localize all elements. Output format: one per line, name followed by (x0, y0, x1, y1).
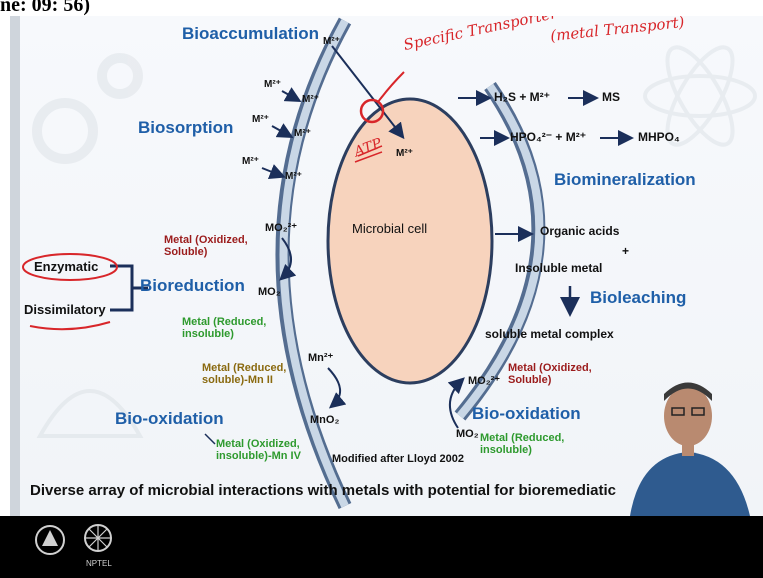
reduced-insoluble-state-right: Metal (Reduced, insoluble) (480, 432, 580, 456)
footer-bar: NPTEL (0, 516, 763, 578)
metal-ion-sorbed-3: M²⁺ (285, 171, 302, 182)
biosorption-label: Biosorption (138, 118, 233, 138)
mo2-left: MO₂ (258, 286, 281, 298)
bio-oxidation-left-pointer (205, 434, 215, 444)
metal-ion-sorbed-1: M²⁺ (302, 94, 319, 105)
metal-ion-biosorption-3: M²⁺ (242, 156, 259, 167)
hpo4-reaction: HPO₄²⁻ + M²⁺ (510, 130, 586, 144)
timestamp-fragment: ne: 09: 56) (0, 0, 90, 17)
organic-acids: Organic acids (540, 224, 619, 238)
mo2-2plus-left: MO₂²⁺ (265, 221, 297, 234)
reduced-insoluble-state: Metal (Reduced, insoluble) (182, 316, 282, 340)
biosorption-arrow-3 (262, 168, 282, 176)
mo2-right: MO₂ (456, 428, 479, 440)
bio-oxidation-right-label: Bio-oxidation (472, 404, 581, 424)
gear-icon (37, 58, 138, 159)
slide-caption: Diverse array of microbial interactions … (30, 482, 616, 499)
dissimilatory-underline-annotation (30, 322, 110, 329)
slide-left-edge (10, 16, 20, 516)
mn-oxidation-curve-arrow (328, 368, 340, 406)
nptel-logo-text: NPTEL (86, 559, 112, 568)
footer-logos: NPTEL (0, 516, 120, 578)
credit-text: Modified after Lloyd 2002 (332, 453, 464, 465)
presenter-video (610, 356, 763, 516)
oxidized-soluble-state: Metal (Oxidized, Soluble) (164, 234, 264, 258)
bioreduction-label: Bioreduction (140, 276, 245, 296)
h2s-reaction: H₂S + M²⁺ (494, 90, 550, 104)
biomineralization-label: Biomineralization (554, 170, 696, 190)
metal-ion-inside: M²⁺ (396, 148, 413, 159)
metal-ion-sorbed-2: M²⁺ (294, 128, 311, 139)
dissimilatory-label: Dissimilatory (24, 302, 106, 317)
metal-ion-biosorption-1: M²⁺ (264, 79, 281, 90)
oxidized-soluble-state-right: Metal (Oxidized, Soluble) (508, 362, 608, 386)
plus-sign: + (622, 244, 629, 258)
biosorption-arrow-1 (282, 91, 298, 100)
bio-oxidation-right-curve-arrow (450, 380, 462, 428)
institute-emblem-icon (36, 526, 64, 554)
insoluble-metal: Insoluble metal (515, 261, 602, 275)
mo2-2plus-right: MO₂²⁺ (468, 374, 500, 387)
mhpo4-product: MHPO₄ (638, 130, 680, 144)
enzymatic-label: Enzymatic (34, 259, 98, 274)
bioleaching-label: Bioleaching (590, 288, 686, 308)
bio-oxidation-left-label: Bio-oxidation (115, 409, 224, 429)
mno2: MnO₂ (310, 414, 339, 426)
biosorption-arrow-2 (272, 126, 290, 136)
cell-label: Microbial cell (352, 221, 427, 236)
slide: Bioaccumulation Biosorption Biomineraliz… (10, 16, 763, 516)
reduced-mn-state: Metal (Reduced, soluble)-Mn II (202, 362, 312, 386)
bioaccumulation-label: Bioaccumulation (182, 24, 319, 44)
soluble-metal-complex: soluble metal complex (485, 327, 614, 341)
oxidized-mn-state: Metal (Oxidized, insoluble)-Mn IV (216, 438, 326, 462)
transporter-pointer-annotation (378, 72, 404, 102)
ms-product: MS (602, 90, 620, 104)
metal-ion-biosorption-2: M²⁺ (252, 114, 269, 125)
nptel-logo-icon: NPTEL (85, 525, 112, 568)
metal-ion-top: M²⁺ (323, 36, 340, 47)
microbial-cell (328, 99, 492, 383)
